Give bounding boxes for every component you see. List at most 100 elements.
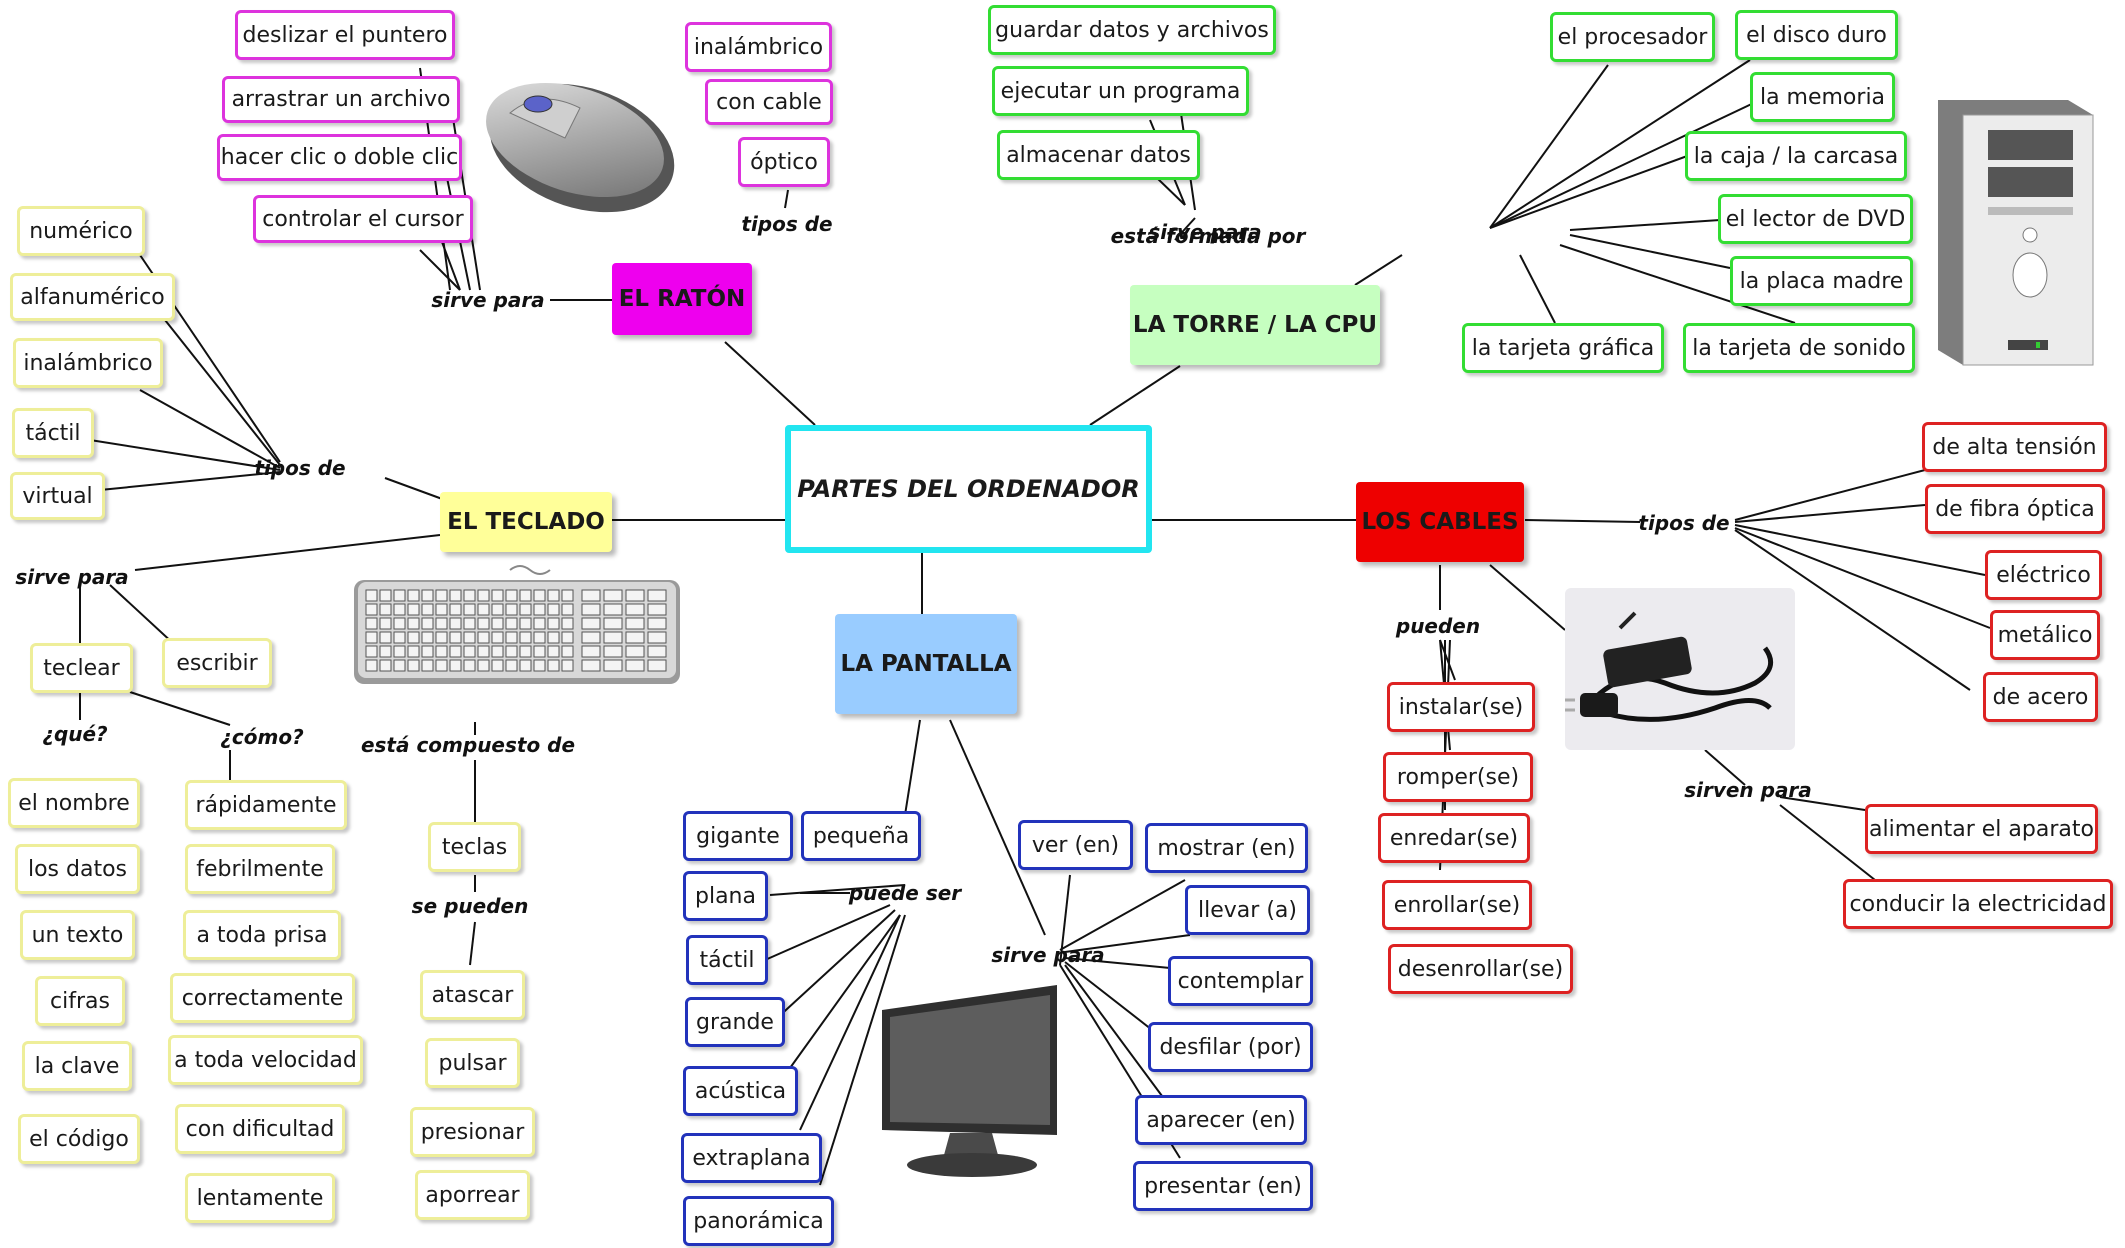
teclado-type-1[interactable]: numérico — [17, 206, 145, 256]
cables-type-2[interactable]: de fibra óptica — [1925, 484, 2105, 534]
torre-part-7[interactable]: la tarjeta de sonido — [1683, 323, 1915, 373]
teclado-como-4[interactable]: correctamente — [170, 973, 355, 1023]
topic-los-cables[interactable]: LOS CABLES — [1356, 482, 1524, 562]
pantalla-use-2[interactable]: mostrar (en) — [1145, 823, 1308, 873]
raton-type-3[interactable]: óptico — [738, 137, 830, 187]
topic-la-pantalla[interactable]: LA PANTALLA — [835, 614, 1017, 714]
teclado-que-4[interactable]: cifras — [35, 976, 125, 1026]
teclado-como-7[interactable]: lentamente — [185, 1173, 335, 1223]
raton-use-4[interactable]: controlar el cursor — [253, 195, 473, 243]
teclado-como-3[interactable]: a toda prisa — [183, 910, 341, 960]
teclado-que-2[interactable]: los datos — [15, 844, 140, 894]
teclado-use-escribir[interactable]: escribir — [162, 638, 272, 688]
pantalla-type-7[interactable]: extraplana — [681, 1133, 822, 1183]
pantalla-use-1[interactable]: ver (en) — [1018, 820, 1133, 870]
teclado-action-1[interactable]: atascar — [420, 970, 525, 1020]
monitor-illustration — [882, 985, 1057, 1177]
torre-part-5[interactable]: el lector de DVD — [1718, 194, 1913, 244]
keyboard-key — [491, 645, 504, 658]
topic-el-teclado[interactable]: EL TECLADO — [440, 492, 612, 552]
pantalla-type-6[interactable]: acústica — [683, 1066, 798, 1116]
teclado-action-3[interactable]: presionar — [410, 1107, 535, 1157]
teclado-type-5[interactable]: virtual — [10, 472, 105, 520]
torre-part-4[interactable]: la caja / la carcasa — [1685, 131, 1907, 181]
keyboard-key — [647, 645, 667, 658]
central-topic[interactable]: PARTES DEL ORDENADOR — [785, 425, 1152, 553]
raton-use-3[interactable]: hacer clic o doble clic — [217, 134, 462, 181]
keyboard-key — [491, 617, 504, 630]
keyboard-key — [379, 617, 392, 630]
teclado-como-2[interactable]: febrilmente — [185, 844, 335, 894]
keyboard-key — [547, 617, 560, 630]
raton-use-2[interactable]: arrastrar un archivo — [222, 76, 460, 123]
teclado-teclas[interactable]: teclas — [428, 822, 521, 872]
cables-action-5[interactable]: desenrollar(se) — [1388, 944, 1573, 994]
cables-use-2[interactable]: conducir la electricidad — [1843, 879, 2113, 929]
pantalla-use-5[interactable]: desfilar (por) — [1148, 1022, 1313, 1072]
teclado-que-6[interactable]: el código — [18, 1114, 140, 1164]
pantalla-use-7[interactable]: presentar (en) — [1133, 1161, 1313, 1211]
keyboard-key — [547, 645, 560, 658]
keyboard-key — [647, 603, 667, 616]
keyboard-key — [463, 645, 476, 658]
teclado-type-4[interactable]: táctil — [12, 408, 94, 458]
torre-use-2[interactable]: ejecutar un programa — [992, 66, 1249, 116]
teclado-type-3[interactable]: inalámbrico — [13, 338, 163, 388]
pantalla-use-6[interactable]: aparecer (en) — [1135, 1095, 1307, 1145]
topic-la-torre[interactable]: LA TORRE / LA CPU — [1130, 285, 1380, 365]
teclado-como-1[interactable]: rápidamente — [185, 780, 347, 830]
raton-type-1[interactable]: inalámbrico — [685, 22, 832, 72]
raton-type-2[interactable]: con cable — [705, 79, 833, 125]
teclado-action-4[interactable]: aporrear — [415, 1170, 530, 1220]
cables-type-3[interactable]: eléctrico — [1985, 550, 2102, 600]
teclado-que-3[interactable]: un texto — [20, 910, 135, 960]
topic-el-raton[interactable]: EL RATÓN — [612, 263, 752, 335]
teclado-como-5[interactable]: a toda velocidad — [168, 1035, 363, 1085]
keyboard-key — [463, 631, 476, 644]
pantalla-type-5[interactable]: grande — [685, 997, 785, 1047]
keyboard-key — [647, 589, 667, 602]
keyboard-key — [393, 589, 406, 602]
pantalla-type-2[interactable]: pequeña — [801, 811, 921, 861]
pantalla-use-3[interactable]: llevar (a) — [1185, 885, 1310, 935]
pantalla-type-4[interactable]: táctil — [686, 935, 768, 985]
keyboard-key — [581, 659, 601, 672]
keyboard-key — [449, 617, 462, 630]
keyboard-key — [505, 617, 518, 630]
keyboard-key — [519, 589, 532, 602]
cables-type-1[interactable]: de alta tensión — [1922, 422, 2107, 472]
pantalla-type-3[interactable]: plana — [683, 871, 768, 921]
keyboard-key — [533, 645, 546, 658]
torre-part-2[interactable]: el disco duro — [1735, 10, 1898, 60]
teclado-como-6[interactable]: con dificultad — [175, 1104, 345, 1154]
teclado-use-teclear[interactable]: teclear — [30, 643, 133, 693]
torre-part-3[interactable]: la memoria — [1750, 72, 1895, 122]
pantalla-type-8[interactable]: panorámica — [683, 1196, 834, 1246]
raton-use-1[interactable]: deslizar el puntero — [235, 10, 455, 60]
torre-part-1[interactable]: el procesador — [1550, 12, 1715, 62]
torre-part-8[interactable]: la tarjeta gráfica — [1462, 323, 1664, 373]
teclado-que-1[interactable]: el nombre — [8, 778, 140, 828]
cables-type-4[interactable]: metálico — [1990, 610, 2100, 660]
pantalla-use-4[interactable]: contemplar — [1168, 956, 1313, 1006]
cables-use-1[interactable]: alimentar el aparato — [1865, 804, 2098, 854]
keyboard-key — [421, 645, 434, 658]
torre-part-6[interactable]: la placa madre — [1730, 256, 1913, 306]
label-teclado-se-pueden: se pueden — [411, 894, 529, 918]
keyboard-key — [625, 645, 645, 658]
cables-action-4[interactable]: enrollar(se) — [1382, 880, 1532, 930]
cables-action-3[interactable]: enredar(se) — [1378, 813, 1530, 863]
teclado-que-5[interactable]: la clave — [22, 1041, 132, 1091]
pantalla-type-1[interactable]: gigante — [683, 811, 793, 861]
teclado-action-2[interactable]: pulsar — [425, 1038, 520, 1088]
keyboard-key — [421, 631, 434, 644]
mouse-illustration — [486, 82, 675, 213]
torre-use-3[interactable]: almacenar datos — [997, 130, 1200, 180]
torre-use-1[interactable]: guardar datos y archivos — [988, 5, 1276, 55]
cables-action-1[interactable]: instalar(se) — [1387, 682, 1535, 732]
cables-type-5[interactable]: de acero — [1983, 672, 2098, 722]
keyboard-key — [449, 659, 462, 672]
cables-action-2[interactable]: romper(se) — [1383, 752, 1533, 802]
teclado-type-2[interactable]: alfanumérico — [10, 273, 175, 321]
